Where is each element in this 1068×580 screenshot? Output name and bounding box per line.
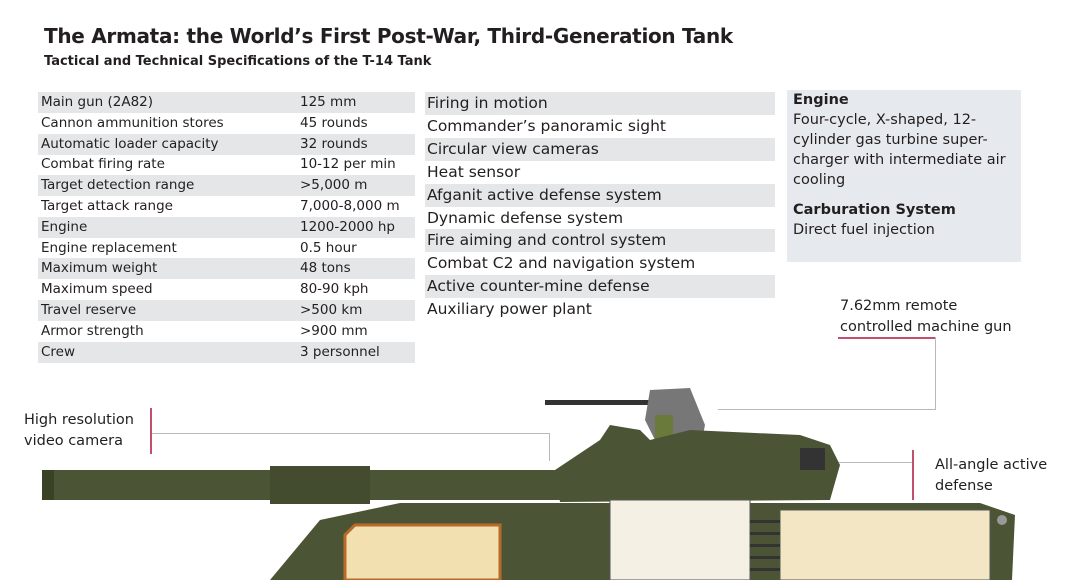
feature-item: Circular view cameras xyxy=(425,137,775,161)
page-title: The Armata: the World’s First Post-War, … xyxy=(44,24,733,48)
callout-line xyxy=(549,433,550,461)
feature-item: Dynamic defense system xyxy=(427,208,624,227)
spec-value: >900 mm xyxy=(300,322,368,339)
spec-label: Cannon ammunition stores xyxy=(41,114,224,131)
spec-label: Travel reserve xyxy=(41,302,137,318)
spec-label: Automatic loader capacity xyxy=(41,135,219,152)
spec-label: Target attack range xyxy=(41,198,173,214)
callout-line xyxy=(912,450,914,500)
spec-row: Engine 1200-2000 hp xyxy=(38,216,415,238)
feature-item: Fire aiming and control system xyxy=(425,229,775,253)
spec-value: 10-12 per min xyxy=(300,156,396,173)
spec-value: 0.5 hour xyxy=(300,239,357,256)
spec-label: Maximum weight xyxy=(41,260,158,277)
engine-title: Engine xyxy=(793,92,849,108)
spec-label: Crew xyxy=(41,343,76,360)
turret-icon xyxy=(555,425,840,502)
carburation-text: Direct fuel injection xyxy=(793,222,935,238)
callout-line xyxy=(830,462,912,463)
spec-row: Combat firing rate 10-12 per min xyxy=(38,154,415,175)
carburation-title: Carburation System xyxy=(793,202,956,218)
camera-label: High resolution video camera xyxy=(24,412,134,449)
page-subtitle: Tactical and Technical Specifications of… xyxy=(44,54,432,69)
spec-value: >500 km xyxy=(300,302,363,318)
callout-line xyxy=(838,337,936,339)
callout-line xyxy=(150,408,152,454)
feature-item: Auxiliary power plant xyxy=(427,300,592,319)
feature-item: Heat sensor xyxy=(427,162,521,181)
defense-label: All-angle active defense xyxy=(935,457,1048,494)
spec-row: Automatic loader capacity 32 rounds xyxy=(38,133,415,155)
spec-label: Target detection range xyxy=(41,177,195,194)
tank-diagram xyxy=(42,388,1015,580)
spec-label: Main gun (2A82) xyxy=(41,94,154,110)
spec-label: Engine xyxy=(41,218,88,235)
callout-line xyxy=(935,337,936,410)
callout-line xyxy=(152,433,550,434)
spec-value: 125 mm xyxy=(300,94,357,110)
spec-row: Main gun (2A82) 125 mm xyxy=(38,92,415,113)
spec-value: 1200-2000 hp xyxy=(300,218,396,235)
spec-value: 48 tons xyxy=(300,260,351,277)
engine-box: Engine Four-cycle, X-shaped, 12-cylinder… xyxy=(787,90,1021,262)
hull-icon xyxy=(270,499,1015,580)
spec-label: Engine replacement xyxy=(41,239,177,256)
spec-value: 80-90 kph xyxy=(300,281,369,298)
machine-gun-label: 7.62mm remote controlled machine gun xyxy=(840,298,1012,335)
main-gun-icon xyxy=(42,466,562,504)
spec-row: Armor strength >900 mm xyxy=(38,321,415,342)
spec-row: Maximum speed 80-90 kph xyxy=(38,279,415,300)
spec-value: 7,000-8,000 m xyxy=(300,198,400,214)
feature-item: Afganit active defense system xyxy=(425,183,775,207)
spec-label: Combat firing rate xyxy=(41,156,165,173)
feature-item: Active counter-mine defense xyxy=(425,275,775,299)
spec-row: Engine replacement 0.5 hour xyxy=(38,238,415,259)
feature-item: Firing in motion xyxy=(425,92,775,115)
spec-row: Target detection range >5,000 m xyxy=(38,175,415,197)
spec-label: Armor strength xyxy=(41,322,144,339)
feature-item: Commander’s panoramic sight xyxy=(427,116,666,135)
callout-line xyxy=(718,409,936,410)
spec-row: Crew 3 personnel xyxy=(38,341,415,363)
spec-row: Cannon ammunition stores 45 rounds xyxy=(38,113,415,134)
spec-value: >5,000 m xyxy=(300,177,368,194)
spec-row: Target attack range 7,000-8,000 m xyxy=(38,196,415,217)
feature-item: Combat C2 and navigation system xyxy=(427,254,696,273)
engine-text: Four-cycle, X-shaped, 12-cylinder gas tu… xyxy=(793,112,1006,188)
spec-value: 45 rounds xyxy=(300,114,368,131)
spec-label: Maximum speed xyxy=(41,281,153,298)
spec-row: Maximum weight 48 tons xyxy=(38,258,415,280)
spec-row: Travel reserve >500 km xyxy=(38,300,415,321)
spec-value: 32 rounds xyxy=(300,135,368,152)
spec-value: 3 personnel xyxy=(300,343,380,360)
